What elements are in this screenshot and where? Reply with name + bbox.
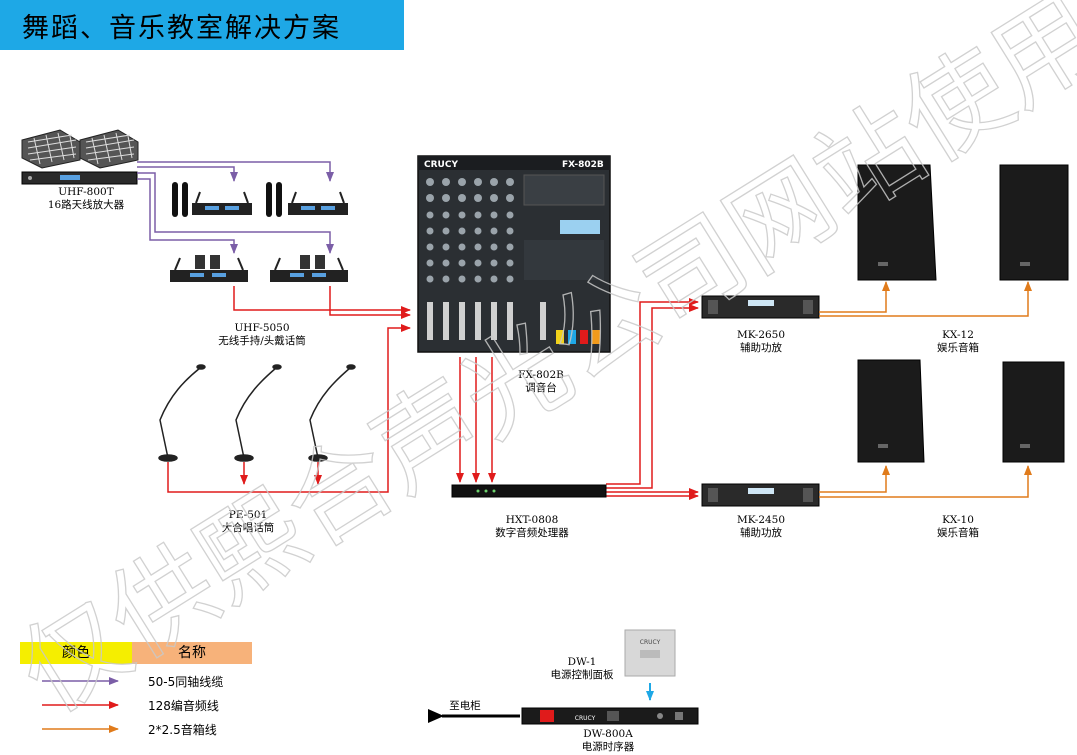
- legend-color-header: 颜色: [20, 642, 132, 664]
- legend-item-audio: 128编音频线: [148, 699, 219, 713]
- headset-mic-receiver-1-icon: [170, 255, 248, 282]
- speaker-kx12-right-icon: [999, 164, 1069, 281]
- title-bar: 舞蹈、音乐教室解决方案: [0, 0, 404, 50]
- coax-cables: [137, 161, 334, 254]
- handheld-mic-receiver-2-icon: [266, 182, 348, 217]
- legend-name-header: 名称: [132, 642, 252, 664]
- antenna-amplifier-icon: [21, 129, 139, 185]
- handheld-mic-receiver-1-icon: [172, 182, 252, 217]
- page-title: 舞蹈、音乐教室解决方案: [22, 13, 341, 44]
- legend-item-coax: 50-5同轴线缆: [148, 675, 224, 689]
- amplifier-2-icon: [701, 483, 820, 507]
- speaker-kx12-left-icon: [857, 164, 937, 281]
- amplifier-1-icon: [701, 295, 820, 319]
- mixer-panel-model: FX-802B: [562, 160, 604, 170]
- processor-icon: [451, 484, 607, 498]
- audio-cables: [167, 286, 699, 500]
- gooseneck-mics-icon: [158, 364, 356, 462]
- power-sequencer-icon: [521, 707, 699, 725]
- power-panel-icon: [624, 629, 676, 677]
- power-panel-brand: CRUCY: [640, 639, 661, 646]
- speaker-kx10-right-icon: [1002, 361, 1065, 463]
- speaker-kx10-left-icon: [857, 359, 925, 463]
- headset-mic-receiver-2-icon: [270, 255, 348, 282]
- legend-item-speaker: 2*2.5音箱线: [148, 723, 217, 737]
- mixer-brand: CRUCY: [424, 160, 458, 170]
- speaker-cables: [819, 281, 1032, 498]
- mixer-icon: CRUCY FX-802B: [417, 155, 611, 353]
- cabinet-label: 至电柜: [449, 700, 481, 712]
- sequencer-brand: CRUCY: [575, 715, 596, 722]
